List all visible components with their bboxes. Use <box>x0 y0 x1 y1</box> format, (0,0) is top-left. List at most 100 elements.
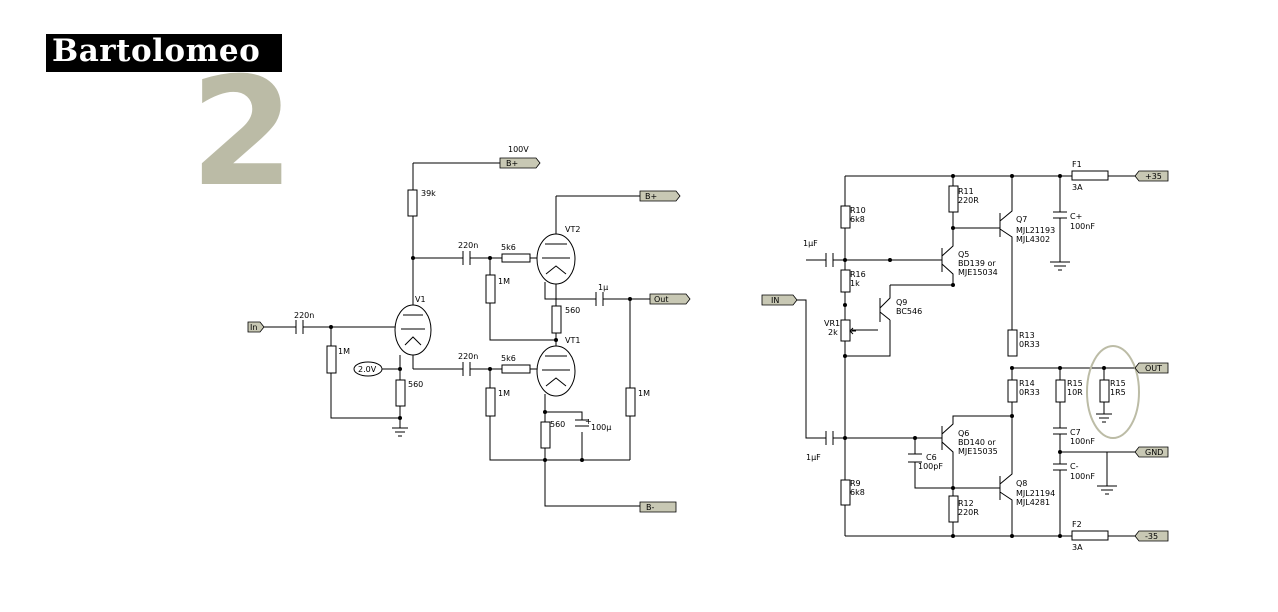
label-c-minus: C- <box>1070 462 1079 471</box>
flag-b-plus-1 <box>499 157 541 169</box>
label-f2-val: 3A <box>1072 543 1083 552</box>
flag-text-plus-35: +35 <box>1145 172 1162 181</box>
flag-text-b-minus: B- <box>646 503 654 512</box>
label-c-plus-val: 100nF <box>1070 222 1095 231</box>
label-q8: Q8 <box>1016 479 1027 488</box>
label-q8-val1: MJL21194 <box>1016 489 1055 498</box>
label-r12-val: 220R <box>958 508 979 517</box>
project-number: 2 <box>190 46 295 220</box>
resistor-39k <box>407 189 418 217</box>
label-supply: 100V <box>508 145 529 154</box>
flag-minus-35 <box>1134 530 1169 542</box>
label-r14: R14 <box>1019 379 1035 388</box>
label-r-in: 1M <box>338 347 350 356</box>
label-f1-val: 3A <box>1072 183 1083 192</box>
label-q5-val1: BD139 or <box>958 259 996 268</box>
flag-in-amp <box>761 294 798 306</box>
label-r14-val: 0R33 <box>1019 388 1040 397</box>
label-q6: Q6 <box>958 429 969 438</box>
label-r9: R9 <box>850 479 861 488</box>
power-amp-schematic: +35 IN OUT GND -35 F1 3A F2 3A 1µF 1µF R… <box>761 160 1169 552</box>
label-q7-val1: MJL21193 <box>1016 226 1055 235</box>
label-c6-val: 100pF <box>918 462 943 471</box>
label-r-vt2-series: 5k6 <box>501 243 516 252</box>
label-r11: R11 <box>958 187 974 196</box>
label-r-560-mid: 560 <box>565 306 580 315</box>
label-q9-val: BC546 <box>896 307 922 316</box>
label-c7-val: 100nF <box>1070 437 1095 446</box>
flag-gnd <box>1134 446 1169 458</box>
label-r-vt2-grid: 1M <box>498 277 510 286</box>
bias-indicator <box>353 361 383 377</box>
flag-plus-35 <box>1134 170 1169 182</box>
label-c-in: 220n <box>294 311 314 320</box>
label-tube-v1: V1 <box>415 295 426 304</box>
label-c-plus: C+ <box>1070 212 1082 221</box>
tube-vt2 <box>536 233 576 285</box>
flag-out-amp <box>1134 362 1169 374</box>
label-tube-vt1: VT1 <box>565 336 580 345</box>
label-r10: R10 <box>850 206 866 215</box>
flag-text-in-amp: IN <box>771 296 779 305</box>
tube-vt1 <box>536 345 576 397</box>
label-q5-val2: MJE15034 <box>958 268 998 277</box>
flag-out <box>649 293 691 305</box>
label-r16: R16 <box>850 270 866 279</box>
label-r16-val: 1k <box>850 279 860 288</box>
label-q6-val2: MJE15035 <box>958 447 998 456</box>
label-r15b-val: 1R5 <box>1110 388 1126 397</box>
flag-text-gnd: GND <box>1145 448 1163 457</box>
tube-preamp-schematic: + 100V B+ B+ In Out B- 39k <box>247 145 691 513</box>
flag-text-out-amp: OUT <box>1145 364 1162 373</box>
tube-v1 <box>394 304 432 356</box>
label-f1: F1 <box>1072 160 1082 169</box>
label-q7-val2: MJL4302 <box>1016 235 1050 244</box>
label-tube-vt2: VT2 <box>565 225 580 234</box>
label-vr1: VR1 <box>824 319 840 328</box>
logo-text: Bartolomeo <box>52 33 261 69</box>
label-c-in-bot: 1µF <box>806 453 821 462</box>
label-r-vt1-series: 5k6 <box>501 354 516 363</box>
label-f2: F2 <box>1072 520 1082 529</box>
flag-b-minus <box>639 501 677 513</box>
label-c7: C7 <box>1070 428 1081 437</box>
label-r-vt1-grid: 1M <box>498 389 510 398</box>
flag-text-b-plus-2: B+ <box>645 192 657 201</box>
flag-in <box>247 321 265 333</box>
label-q6-val1: BD140 or <box>958 438 996 447</box>
flag-b-plus-2 <box>639 190 681 202</box>
label-c-in-top: 1µF <box>803 239 818 248</box>
flag-text-b-plus-1: B+ <box>506 159 518 168</box>
label-r15a: R15 <box>1067 379 1083 388</box>
label-r-out: 1M <box>638 389 650 398</box>
label-r10-val: 6k8 <box>850 215 865 224</box>
label-r13: R13 <box>1019 331 1035 340</box>
label-c-vt2: 220n <box>458 241 478 250</box>
label-bias: 2.0V <box>358 365 377 374</box>
label-r-560-v1: 560 <box>408 380 423 389</box>
svg-text:+: + <box>585 417 592 426</box>
flag-text-minus-35: -35 <box>1145 532 1158 541</box>
label-q7: Q7 <box>1016 215 1027 224</box>
logo-banner <box>46 34 282 72</box>
highlight-r15 <box>1086 345 1140 439</box>
flag-text-out: Out <box>654 295 669 304</box>
label-c-100u: 100µ <box>591 423 611 432</box>
label-r9-val: 6k8 <box>850 488 865 497</box>
label-vr1-val: 2k <box>828 328 838 337</box>
label-r-560-vt1: 560 <box>550 420 565 429</box>
label-q5: Q5 <box>958 250 969 259</box>
label-c-minus-val: 100nF <box>1070 472 1095 481</box>
label-c-out: 1µ <box>598 283 608 292</box>
label-q8-val2: MJL4281 <box>1016 498 1050 507</box>
label-c6: C6 <box>926 453 937 462</box>
label-q9: Q9 <box>896 298 907 307</box>
label-r12: R12 <box>958 499 974 508</box>
flag-text-in: In <box>250 323 257 332</box>
label-r11-val: 220R <box>958 196 979 205</box>
label-c-vt1: 220n <box>458 352 478 361</box>
label-r-39k: 39k <box>421 189 436 198</box>
label-r15b: R15 <box>1110 379 1126 388</box>
label-r15a-val: 10R <box>1067 388 1083 397</box>
